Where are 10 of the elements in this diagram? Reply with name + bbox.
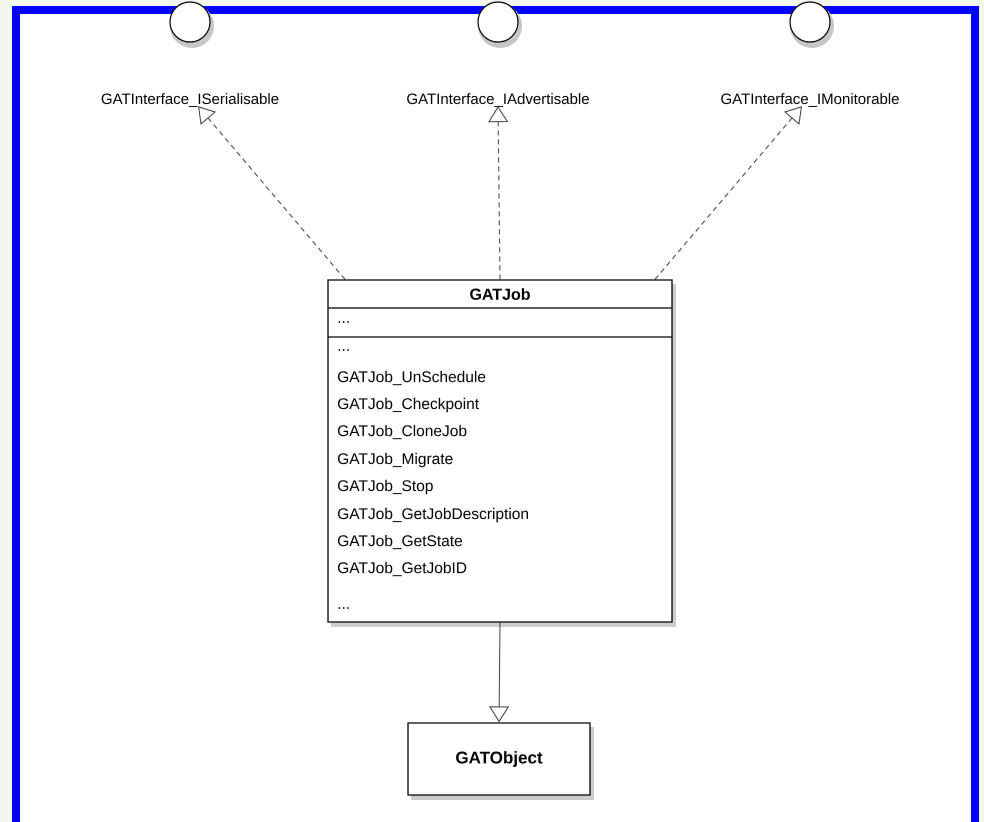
interface-lollipop: GATInterface_IAdvertisable <box>407 1 589 107</box>
interface-lollipop: GATInterface_ISerialisable <box>102 1 278 107</box>
realization-arrow <box>198 106 346 280</box>
class-box: GATObject <box>407 722 594 800</box>
node-label: GATInterface_IMonitorable <box>721 93 899 107</box>
node-label: GATInterface_IAdvertisable <box>407 93 589 107</box>
realization-arrow <box>654 106 802 280</box>
interface-lollipop: GATInterface_IMonitorable <box>721 1 899 107</box>
class-box: GATJob ... ... GATJob_UnSchedule GATJob_Checkpoint GATJob_CloneJob GATJob_Migrate GATJob_Stop GATJob_GetJobDescription GATJob_GetState GATJob_GetJobID ... <box>327 279 676 627</box>
node-label: GATInterface_ISerialisable <box>102 93 278 107</box>
